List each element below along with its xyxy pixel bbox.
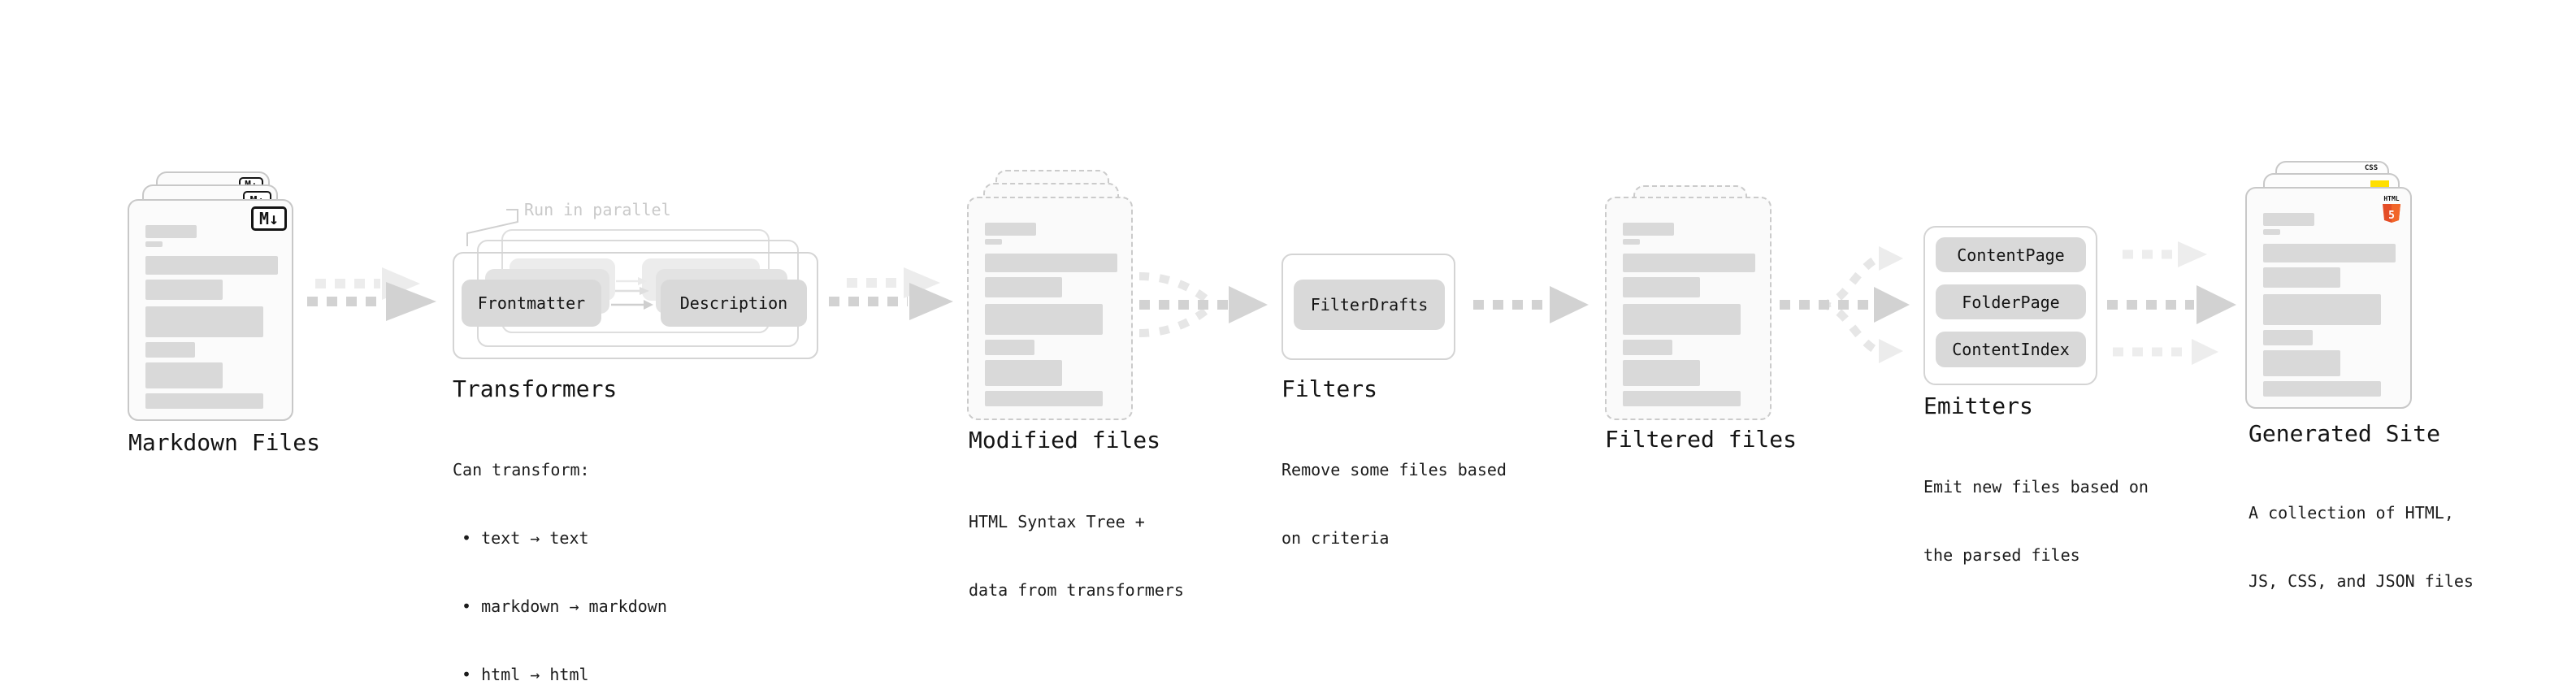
- contentpage-pill: ContentPage: [1936, 237, 2086, 272]
- description-line: • markdown → markdown: [462, 596, 667, 616]
- text-skeleton-bar: [985, 277, 1062, 297]
- arrow-modified-to-filters-icon: [1138, 272, 1268, 337]
- filtered-file-front: [1605, 197, 1772, 420]
- text-skeleton-bar: [985, 304, 1103, 335]
- text-skeleton-bar: [985, 340, 1034, 355]
- generated-site-description: A collection of HTML, JS, CSS, and JSON …: [2249, 456, 2474, 638]
- svg-text:HTML: HTML: [2383, 195, 2399, 202]
- text-skeleton-bar: [145, 306, 263, 337]
- stage-label-markdown-files: Markdown Files: [128, 429, 321, 456]
- stage-label-modified-files: Modified files: [969, 427, 1161, 453]
- text-skeleton-bar: [1623, 277, 1700, 297]
- stage-label-emitters: Emitters: [1923, 393, 2033, 419]
- text-skeleton-bar: [145, 225, 197, 238]
- run-in-parallel-annotation: Run in parallel: [524, 200, 671, 219]
- text-skeleton-bar: [1623, 340, 1672, 355]
- text-skeleton-bar: [2263, 381, 2381, 397]
- text-skeleton-bar: [145, 342, 195, 358]
- filters-box: [1281, 254, 1455, 360]
- js-badge: [2370, 180, 2389, 189]
- description-line: data from transformers: [969, 580, 1184, 600]
- description-line: Can transform:: [453, 460, 590, 479]
- text-skeleton-bar: [1623, 239, 1640, 245]
- text-skeleton-bar: [2263, 330, 2313, 345]
- text-skeleton-bar: [1623, 304, 1741, 335]
- text-skeleton-bar: [145, 362, 223, 388]
- text-skeleton-bar: [2263, 294, 2381, 325]
- contentindex-pill: ContentIndex: [1936, 332, 2086, 367]
- frontmatter-pill: Frontmatter: [462, 280, 601, 327]
- emitters-box: [1923, 226, 2097, 385]
- stage-label-filters: Filters: [1281, 375, 1378, 402]
- description-line: • html → html: [462, 665, 589, 681]
- text-skeleton-bar: [145, 393, 263, 409]
- description-line: HTML Syntax Tree +: [969, 512, 1145, 531]
- text-skeleton-bar: [2263, 267, 2340, 288]
- transformer-layer-box-front: [453, 252, 818, 359]
- arrow-filtered-to-emitters-icon: [1780, 246, 1910, 363]
- html5-logo-icon: HTML 5: [2383, 195, 2400, 223]
- description-line: Emit new files based on: [1923, 477, 2149, 497]
- description-line: • text → text: [462, 528, 589, 548]
- arrow-markdown-to-transformers-icon: [307, 267, 436, 321]
- text-skeleton-bar: [1623, 223, 1674, 236]
- text-skeleton-bar: [985, 223, 1036, 236]
- transformers-description: Can transform: • text → text • markdown …: [453, 413, 667, 681]
- description-line: the parsed files: [1923, 545, 2080, 565]
- pill-connector-arrows-icon: [611, 277, 653, 310]
- html-file: HTML 5: [2245, 187, 2412, 409]
- text-skeleton-bar: [985, 391, 1103, 406]
- description-line: Remove some files based: [1281, 460, 1507, 479]
- description-line: on criteria: [1281, 528, 1390, 548]
- arrow-transformers-to-modified-icon: [829, 267, 953, 320]
- description-pill: Description: [661, 280, 807, 327]
- stage-label-transformers: Transformers: [453, 375, 618, 402]
- filters-description: Remove some files based on criteria: [1281, 413, 1507, 595]
- filterdrafts-pill: FilterDrafts: [1294, 280, 1445, 330]
- text-skeleton-bar: [1623, 391, 1741, 406]
- arrow-filters-to-filtered-icon: [1473, 286, 1589, 323]
- description-line: JS, CSS, and JSON files: [2249, 571, 2474, 591]
- emitters-description: Emit new files based on the parsed files: [1923, 430, 2149, 612]
- folderpage-pill: FolderPage: [1936, 284, 2086, 319]
- modified-file-front: [967, 197, 1133, 420]
- stage-label-filtered-files: Filtered files: [1605, 426, 1798, 453]
- text-skeleton-bar: [1623, 360, 1700, 386]
- arrow-emitters-to-site-icon: [2107, 241, 2236, 365]
- text-skeleton-bar: [145, 256, 278, 275]
- annotation-bracket-line: [466, 209, 518, 246]
- stage-label-generated-site: Generated Site: [2249, 420, 2441, 447]
- text-skeleton-bar: [145, 241, 163, 247]
- markdown-file-front: M↓: [128, 199, 293, 421]
- markdown-icon: M↓: [251, 206, 287, 231]
- css-badge-label: CSS: [2364, 164, 2379, 172]
- text-skeleton-bar: [985, 239, 1002, 245]
- svg-text:5: 5: [2388, 210, 2395, 222]
- text-skeleton-bar: [985, 360, 1062, 386]
- text-skeleton-bar: [985, 254, 1117, 272]
- text-skeleton-bar: [2263, 350, 2340, 376]
- text-skeleton-bar: [2263, 229, 2280, 235]
- text-skeleton-bar: [145, 280, 223, 300]
- text-skeleton-bar: [1623, 254, 1755, 272]
- text-skeleton-bar: [2263, 244, 2396, 262]
- text-skeleton-bar: [2263, 213, 2314, 226]
- modified-files-description: HTML Syntax Tree + data from transformer…: [969, 465, 1184, 647]
- description-line: A collection of HTML,: [2249, 503, 2454, 523]
